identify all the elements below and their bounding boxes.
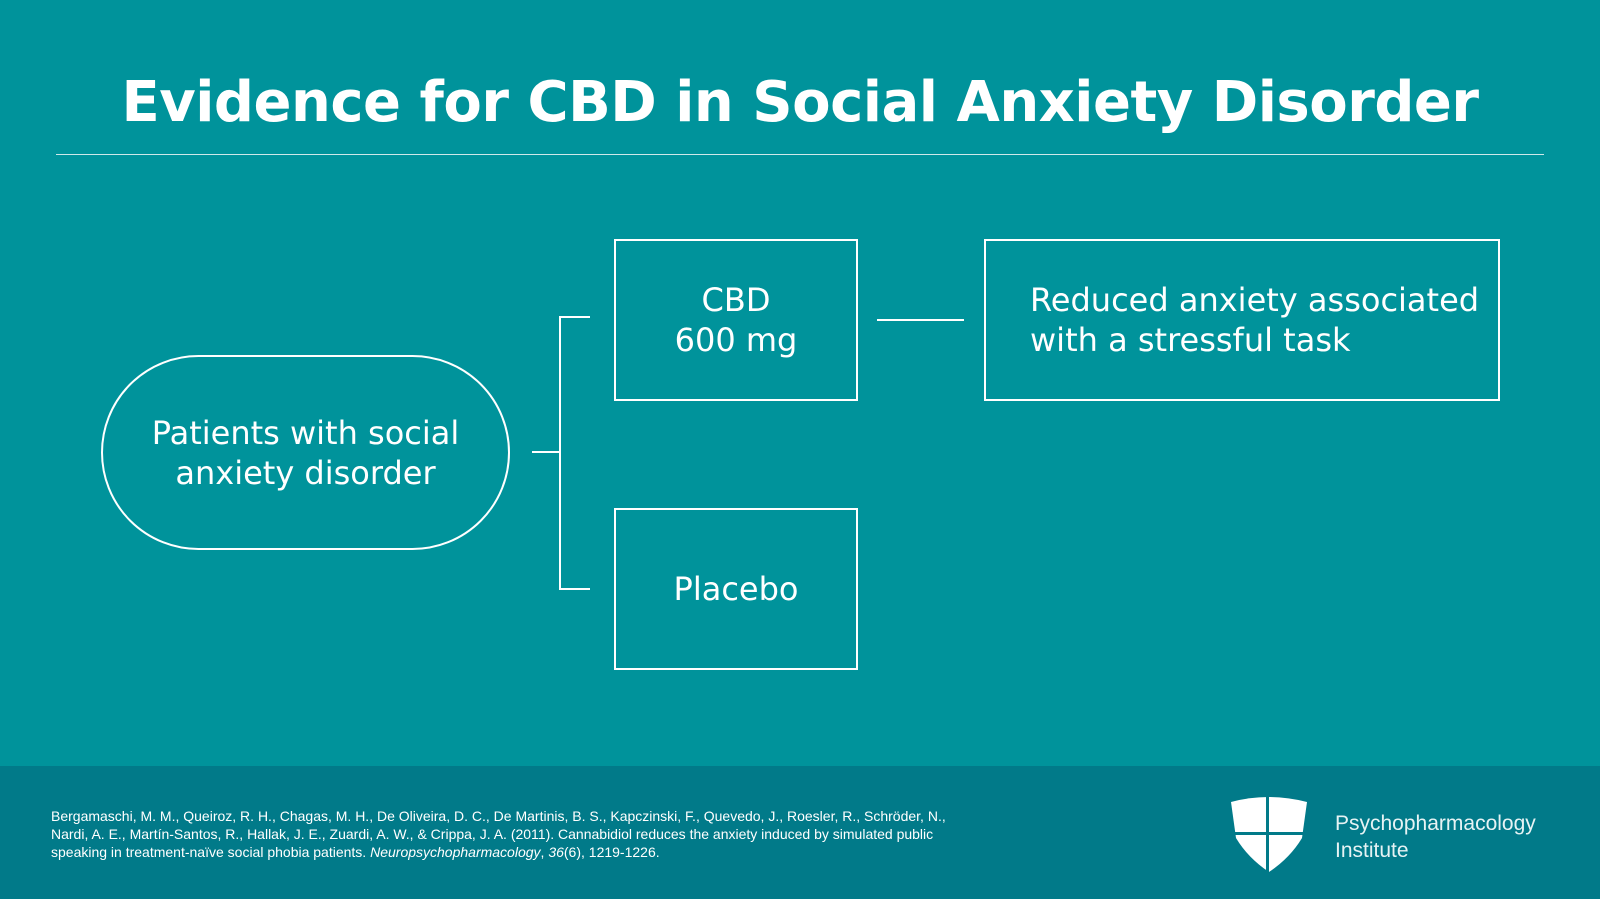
cbd-dose: 600 mg — [674, 321, 798, 359]
connector-population — [532, 451, 561, 453]
placebo-arm-node: Placebo — [614, 508, 858, 670]
outcome-line1: Reduced anxiety associated — [1030, 281, 1480, 319]
citation-journal: Neuropsychopharmacology — [370, 844, 541, 860]
bracket-top-stub — [559, 316, 590, 318]
citation-volume: 36 — [548, 844, 564, 860]
page-title: Evidence for CBD in Social Anxiety Disor… — [121, 70, 1479, 135]
connector-outcome — [877, 319, 964, 321]
title-divider — [56, 154, 1544, 155]
footer: Bergamaschi, M. M., Queiroz, R. H., Chag… — [0, 766, 1600, 899]
cbd-label: CBD — [701, 281, 771, 319]
citation-text: Bergamaschi, M. M., Queiroz, R. H., Chag… — [51, 808, 946, 860]
citation: Bergamaschi, M. M., Queiroz, R. H., Chag… — [51, 808, 946, 860]
logo-line1: Psychopharmacology — [1335, 812, 1536, 835]
outcome-line2: with a stressful task — [1030, 321, 1351, 359]
citation-pages: (6), 1219-1226. — [563, 844, 660, 860]
bracket-vertical — [559, 316, 561, 590]
logo-line2: Institute — [1335, 839, 1409, 862]
population-node: Patients with social anxiety disorder — [101, 355, 510, 550]
population-label: Patients with social anxiety disorder — [151, 413, 460, 492]
placebo-label: Placebo — [673, 570, 799, 608]
shield-logo-icon — [1228, 794, 1310, 872]
bracket-bottom-stub — [559, 588, 590, 590]
